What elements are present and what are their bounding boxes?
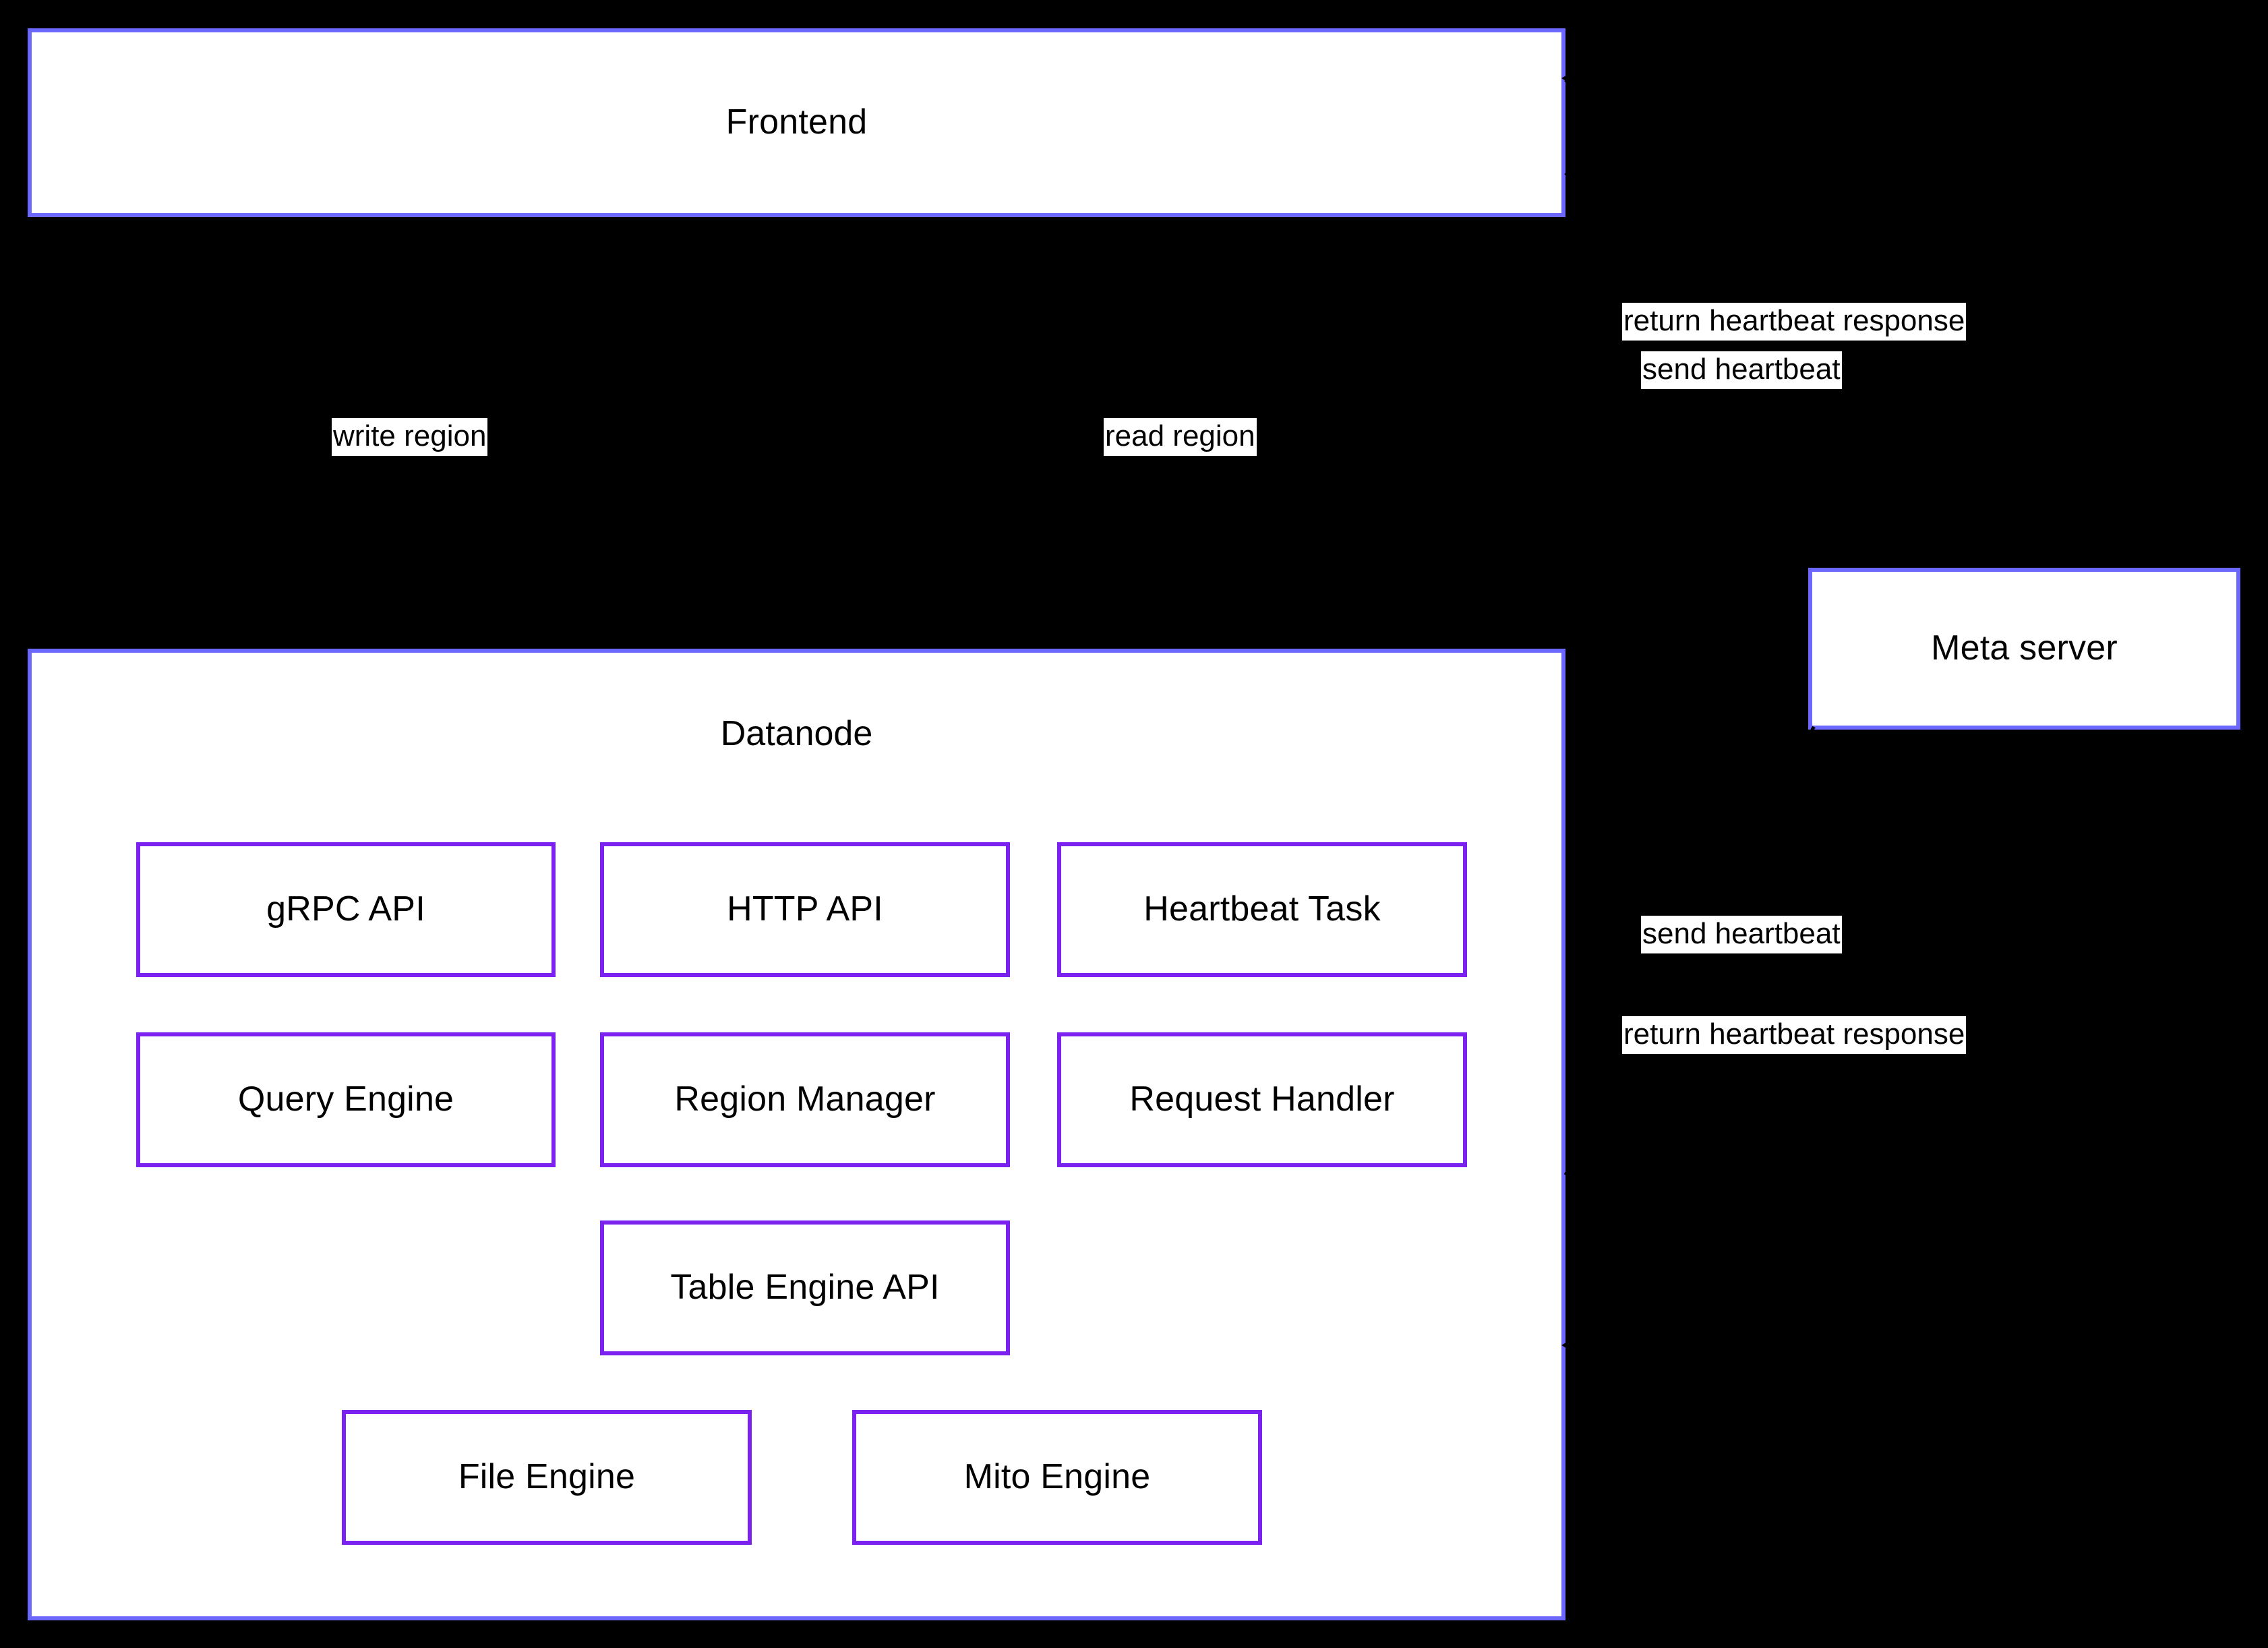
edge-datanode-send-heartbeat-arrowhead: [1807, 730, 1824, 744]
component-mito-engine[interactable]: Mito Engine: [852, 1410, 1262, 1545]
component-http-api-label: HTTP API: [727, 889, 883, 929]
component-file-engine[interactable]: File Engine: [342, 1410, 752, 1545]
component-request-handler-label: Request Handler: [1129, 1080, 1395, 1119]
component-file-engine-label: File Engine: [458, 1457, 636, 1497]
edge-label-write-region: write region: [332, 418, 488, 456]
component-heartbeat-task-label: Heartbeat Task: [1143, 889, 1381, 929]
node-frontend[interactable]: Frontend: [28, 28, 1565, 217]
node-datanode[interactable]: Datanode gRPC API HTTP API Heartbeat Tas…: [28, 649, 1565, 1620]
component-region-manager[interactable]: Region Manager: [600, 1032, 1010, 1167]
component-request-handler[interactable]: Request Handler: [1057, 1032, 1467, 1167]
component-query-engine-label: Query Engine: [237, 1080, 454, 1119]
node-frontend-label: Frontend: [725, 102, 868, 142]
component-grpc-api-label: gRPC API: [266, 889, 425, 929]
edge-label-meta-send-heartbeat: send heartbeat: [1641, 351, 1842, 389]
edge-label-datanode-send-heartbeat: send heartbeat: [1641, 916, 1842, 953]
edge-meta-return-heartbeat-response-arrowhead: [1561, 69, 1576, 87]
component-heartbeat-task[interactable]: Heartbeat Task: [1057, 842, 1467, 977]
node-meta-server-label: Meta server: [1931, 628, 2118, 668]
component-http-api[interactable]: HTTP API: [600, 842, 1010, 977]
component-mito-engine-label: Mito Engine: [963, 1457, 1151, 1497]
component-table-engine-api-label: Table Engine API: [670, 1268, 940, 1307]
edge-datanode-return-heartbeat-response-arrowhead: [1561, 1336, 1576, 1354]
component-query-engine[interactable]: Query Engine: [136, 1032, 556, 1167]
component-region-manager-label: Region Manager: [674, 1080, 936, 1119]
edge-label-read-region: read region: [1104, 418, 1257, 456]
edge-datanode-return-heartbeat-response-line: [1563, 893, 1861, 1348]
edge-label-meta-return-heartbeat-response: return heartbeat response: [1622, 303, 1967, 341]
node-meta-server[interactable]: Meta server: [1808, 568, 2240, 730]
edge-meta-send-heartbeat-arrowhead: [2016, 553, 2033, 568]
component-table-engine-api[interactable]: Table Engine API: [600, 1220, 1010, 1355]
edge-write-region-arrowhead: [400, 634, 418, 649]
edge-label-datanode-return-heartbeat-response: return heartbeat response: [1622, 1016, 1967, 1054]
node-datanode-label: Datanode: [720, 714, 873, 753]
edge-read-region-arrowhead: [1174, 217, 1192, 232]
component-grpc-api[interactable]: gRPC API: [136, 842, 556, 977]
